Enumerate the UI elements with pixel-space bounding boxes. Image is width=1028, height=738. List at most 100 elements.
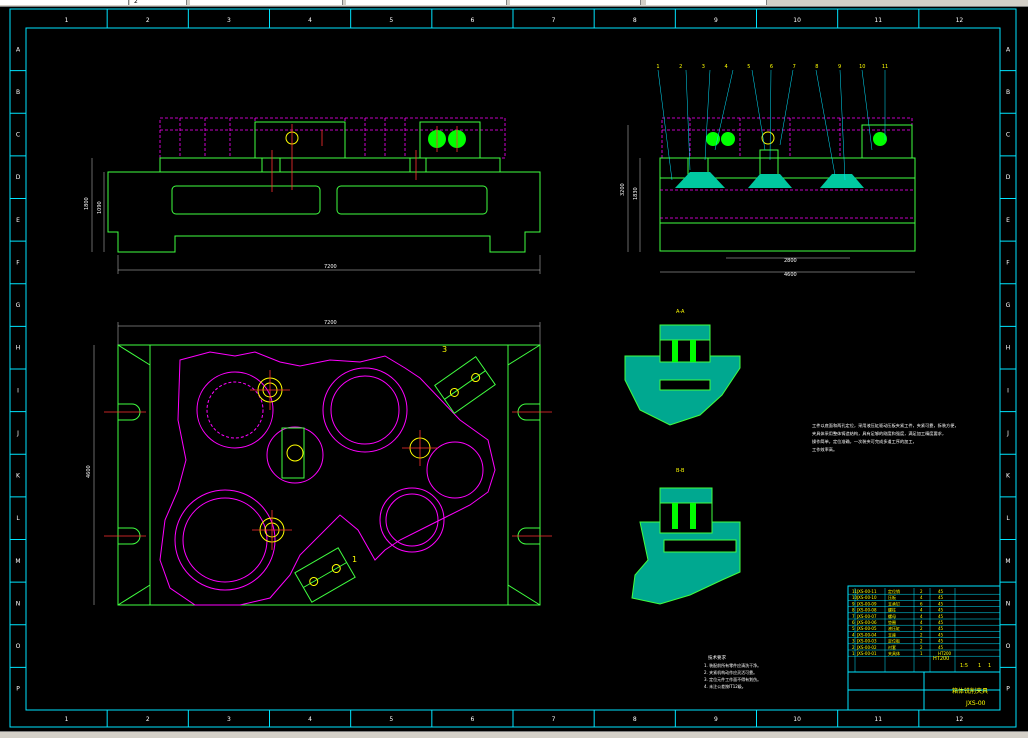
col-mark-bottom: 12 (956, 716, 964, 723)
balloon-number: 10 (859, 64, 865, 70)
balloon-number: 3 (702, 64, 705, 70)
dim-side-width-1: 2800 (784, 258, 797, 264)
clamp-hatch-1 (675, 172, 725, 188)
balloon-leaders (657, 69, 886, 181)
bom-qty: 4 (920, 614, 923, 619)
section-b: B-B (631, 468, 741, 605)
toolbar-field-4[interactable] (346, 0, 507, 5)
section-a-body (624, 324, 741, 426)
row-mark-right: K (1006, 473, 1011, 480)
col-mark-top: 10 (793, 17, 801, 24)
toolbar-field-1[interactable] (0, 0, 129, 5)
dim-front-width: 7200 (324, 264, 337, 270)
row-mark-right: F (1006, 259, 1010, 266)
toolbar-field-6[interactable] (646, 0, 767, 5)
bom-code: JXS-00-02 (856, 645, 877, 650)
row-mark-left: I (17, 387, 19, 394)
bom-index: 1 (852, 651, 855, 656)
row-mark-left: N (16, 600, 21, 607)
row-mark-right: E (1006, 217, 1010, 224)
plan-dimensions (93, 322, 541, 605)
col-mark-top: 11 (874, 17, 882, 24)
row-mark-left: O (16, 643, 21, 650)
dim-plan-height: 4600 (86, 465, 92, 478)
row-mark-left: B (16, 89, 20, 96)
bom-material: 45 (938, 626, 944, 631)
row-mark-right: H (1006, 345, 1011, 352)
row-mark-right: L (1006, 515, 1010, 522)
dim-front-height-1: 1800 (84, 197, 90, 210)
notes-line: 3. 定位元件工作面不得有划伤。 (704, 676, 761, 682)
col-mark-top: 9 (714, 17, 718, 24)
row-mark-left: P (16, 686, 20, 693)
col-mark-bottom: 3 (227, 716, 231, 723)
bom-material: 45 (938, 639, 944, 644)
status-bar (0, 731, 1028, 738)
bom-code: JXS-00-04 (856, 632, 877, 637)
bom-code: JXS-00-03 (856, 639, 877, 644)
workpiece-outline (159, 351, 496, 606)
toolbar-field-2[interactable]: 2 (130, 0, 187, 5)
workpiece-bores (174, 367, 484, 591)
u-slot-centerlines (104, 411, 552, 537)
col-mark-top: 3 (227, 17, 231, 24)
front-centerlines (271, 124, 458, 192)
side-pin-3 (873, 132, 887, 146)
bom-name: 螺柱 (888, 607, 896, 613)
col-mark-top: 2 (146, 17, 150, 24)
bom-material: 45 (938, 589, 944, 594)
row-mark-left: J (16, 430, 19, 437)
col-mark-bottom: 4 (308, 716, 312, 723)
bom-material: HT200 (938, 651, 952, 656)
bom-index: 8 (852, 608, 855, 613)
bom-name: 夹具体 (888, 650, 900, 656)
body-window-left (171, 185, 321, 215)
bom-qty: 2 (920, 626, 923, 631)
bom-name: 支座 (888, 631, 896, 637)
section-b-pin-1 (672, 503, 678, 529)
tb-material: HT200 (933, 656, 949, 662)
tb-drawing-code: JXS-00 (965, 700, 986, 707)
balloon-number: 6 (770, 64, 773, 70)
toolbar-field-3[interactable] (190, 0, 343, 5)
bom-material: 45 (938, 595, 944, 600)
bom-material: 45 (938, 608, 944, 613)
bom-material: 45 (938, 620, 944, 625)
section-a-label: A-A (676, 309, 685, 315)
bom-qty: 6 (920, 601, 923, 606)
side-block-3 (861, 124, 913, 159)
clamp-assembly-bottom (294, 547, 356, 603)
bom-code: JXS-00-08 (856, 608, 877, 613)
bom-index: 5 (852, 626, 855, 631)
balloon-number: 5 (747, 64, 750, 70)
section-b-slot (663, 539, 737, 553)
bom-index: 9 (852, 601, 855, 606)
row-mark-right: A (1006, 46, 1011, 53)
bom-qty: 4 (920, 620, 923, 625)
bom-name: 液压缸 (888, 625, 900, 631)
description-line: 工作效率高。 (812, 446, 837, 453)
bom-qty: 4 (920, 595, 923, 600)
dim-front-height-2: 1090 (97, 201, 103, 214)
row-mark-left: A (16, 46, 21, 53)
dim-plan-width: 7200 (324, 320, 337, 326)
body-window-right (336, 185, 488, 215)
bom-name: 衬套 (888, 644, 896, 650)
clamp-hatch-3 (820, 174, 864, 188)
col-mark-bottom: 5 (389, 716, 393, 723)
balloon-number: 9 (838, 64, 841, 70)
bom-index: 2 (852, 645, 855, 650)
notes-title: 技术要求 (708, 654, 726, 661)
clamp-hatch-2 (748, 174, 792, 188)
clamp-post-right (409, 157, 427, 173)
side-dimensions (627, 125, 915, 273)
section-a: A-A (624, 309, 741, 426)
toolbar-field-5[interactable] (510, 0, 641, 5)
bom-qty: 4 (920, 608, 923, 613)
row-mark-right: C (1006, 132, 1010, 139)
row-mark-right: D (1006, 174, 1011, 181)
front-dimensions (91, 158, 541, 274)
